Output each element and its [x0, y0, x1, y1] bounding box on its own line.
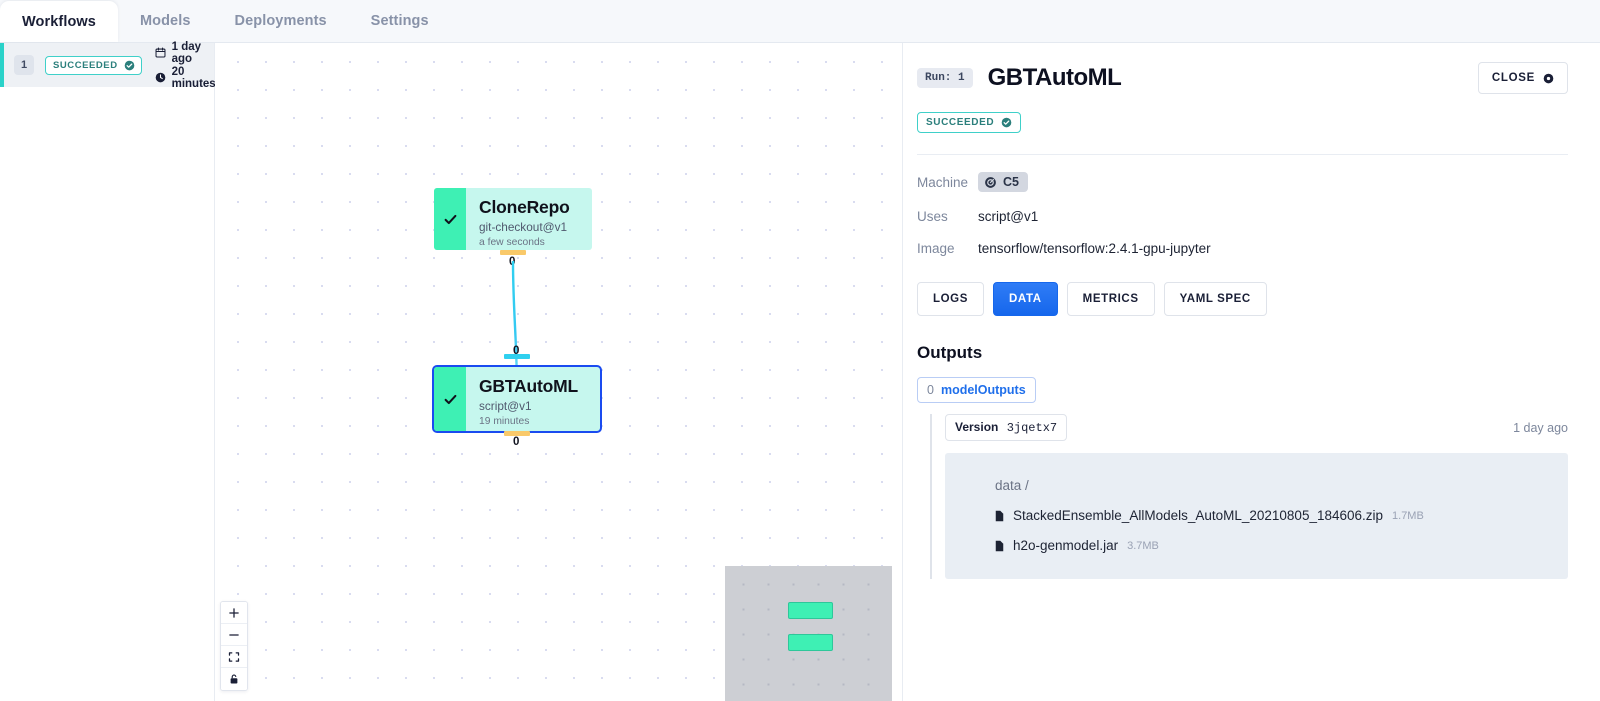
file-list: data / StackedEnsemble_AllModels_AutoML_… [945, 453, 1568, 579]
workflow-node-clonerepo[interactable]: CloneRepo git-checkout@v1 a few seconds [434, 188, 592, 250]
field-label: Uses [917, 209, 948, 224]
run-age: 1 day ago [171, 40, 202, 65]
machine-value: C5 [1003, 175, 1019, 189]
node-output-port[interactable] [500, 250, 526, 255]
field-uses: Uses script@v1 [917, 209, 1568, 224]
clock-icon [155, 72, 165, 83]
cpu-chip-icon [985, 176, 996, 188]
node-uses: script@v1 [479, 399, 532, 413]
run-list-item[interactable]: 1 SUCCEEDED 1 day ago [0, 41, 216, 90]
check-circle-icon [124, 60, 134, 70]
panel-tab-buttons: LOGS DATA METRICS YAML SPEC [917, 282, 1568, 316]
panel-divider [917, 154, 1568, 155]
output-badge-modeloutputs[interactable]: 0 modelOutputs [917, 377, 1036, 403]
run-duration-row: 20 minutes [155, 66, 216, 90]
outputs-heading: Outputs [917, 343, 983, 362]
field-label: Machine [917, 174, 969, 190]
node-output-port[interactable] [504, 431, 530, 436]
fit-screen-icon [228, 651, 240, 662]
node-duration: a few seconds [479, 237, 545, 248]
close-button[interactable]: CLOSE [1477, 62, 1568, 94]
tab-models[interactable]: Models [139, 12, 191, 29]
check-circle-icon [1001, 117, 1012, 128]
version-chip[interactable]: Version 3jqetx7 [945, 414, 1068, 441]
run-duration: 20 minutes [171, 65, 216, 90]
lock-button[interactable] [221, 668, 247, 690]
node-status-strip [434, 188, 466, 250]
run-list-sidebar: 1 SUCCEEDED 1 day ago [0, 41, 216, 701]
run-status-label: SUCCEEDED [53, 59, 118, 71]
file-icon [995, 510, 1004, 521]
node-title: GBTAutoML [479, 376, 578, 396]
fit-view-button[interactable] [221, 646, 247, 668]
run-detail-panel: Run: 1 GBTAutoML CLOSE SUCCEEDED Machine [903, 43, 1600, 701]
field-machine: Machine C5 [917, 172, 1568, 192]
node-input-port[interactable] [504, 354, 530, 359]
node-duration: 19 minutes [479, 416, 530, 427]
file-name: h2o-genmodel.jar [1013, 538, 1119, 553]
file-size: 3.7MB [1127, 539, 1159, 552]
tab-deployments[interactable]: Deployments [234, 12, 327, 29]
minimap-node [788, 602, 833, 619]
run-chip: Run: 1 [917, 68, 973, 88]
tab-workflows[interactable]: Workflows [0, 1, 118, 42]
run-meta: 1 day ago 20 minutes [155, 41, 216, 90]
tab-yaml-spec[interactable]: YAML SPEC [1163, 282, 1267, 316]
version-age: 1 day ago [1513, 420, 1568, 435]
tab-logs[interactable]: LOGS [917, 282, 984, 316]
output-badge-count: 0 [927, 383, 934, 397]
canvas-minimap[interactable] [725, 566, 892, 701]
node-status-strip [434, 367, 466, 431]
edge-label-bottom: 0 [513, 436, 520, 448]
directory-label: data / [995, 478, 1029, 493]
tab-settings[interactable]: Settings [370, 12, 429, 29]
close-circle-icon [1543, 73, 1554, 83]
field-value: tensorflow/tensorflow:2.4.1-gpu-jupyter [978, 241, 1211, 256]
node-body: CloneRepo git-checkout@v1 a few seconds [466, 188, 584, 250]
close-button-label: CLOSE [1491, 72, 1535, 84]
file-row[interactable]: h2o-genmodel.jar 3.7MB [995, 538, 1568, 553]
version-label: Version [955, 420, 999, 434]
lock-icon [230, 674, 238, 684]
version-value: 3jqetx7 [1006, 421, 1058, 435]
machine-chip: C5 [978, 172, 1028, 192]
zoom-out-button[interactable] [221, 624, 247, 646]
run-status-badge: SUCCEEDED [45, 55, 142, 75]
check-icon [444, 394, 456, 404]
field-value: script@v1 [978, 209, 1039, 224]
workflow-canvas[interactable]: CloneRepo git-checkout@v1 a few seconds … [215, 43, 903, 701]
field-label: Image [917, 241, 955, 256]
status-badge-label: SUCCEEDED [926, 117, 995, 128]
node-uses: git-checkout@v1 [479, 220, 568, 234]
page-title: GBTAutoML [987, 64, 1122, 91]
zoom-in-button[interactable] [221, 602, 247, 624]
canvas-zoom-controls [220, 601, 248, 691]
file-name: StackedEnsemble_AllModels_AutoML_2021080… [1013, 508, 1384, 523]
output-badge-name: modelOutputs [940, 383, 1026, 397]
file-icon [995, 540, 1004, 551]
minus-icon [229, 633, 239, 636]
file-size: 1.7MB [1392, 509, 1424, 522]
node-title: CloneRepo [479, 197, 570, 217]
version-block: Version 3jqetx7 1 day ago data / Stacked… [930, 414, 1568, 579]
main-tab-bar: Workflows Models Deployments Settings [0, 0, 1600, 43]
tab-data[interactable]: DATA [993, 282, 1058, 316]
plus-icon [229, 607, 239, 618]
version-row: Version 3jqetx7 1 day ago [945, 414, 1568, 441]
calendar-icon [155, 47, 166, 58]
field-image: Image tensorflow/tensorflow:2.4.1-gpu-ju… [917, 241, 1568, 256]
minimap-node [788, 634, 833, 651]
tab-metrics[interactable]: METRICS [1066, 282, 1155, 316]
node-body: GBTAutoML script@v1 19 minutes [466, 367, 592, 431]
run-number: 1 [14, 55, 34, 75]
file-row[interactable]: StackedEnsemble_AllModels_AutoML_2021080… [995, 508, 1568, 523]
workflow-node-gbtautoml[interactable]: GBTAutoML script@v1 19 minutes [432, 365, 602, 433]
edge-label-in: 0 [513, 345, 520, 357]
check-icon [444, 214, 456, 224]
status-badge: SUCCEEDED [917, 112, 1022, 133]
run-age-row: 1 day ago [155, 41, 216, 65]
panel-header: Run: 1 GBTAutoML CLOSE [917, 62, 1568, 94]
